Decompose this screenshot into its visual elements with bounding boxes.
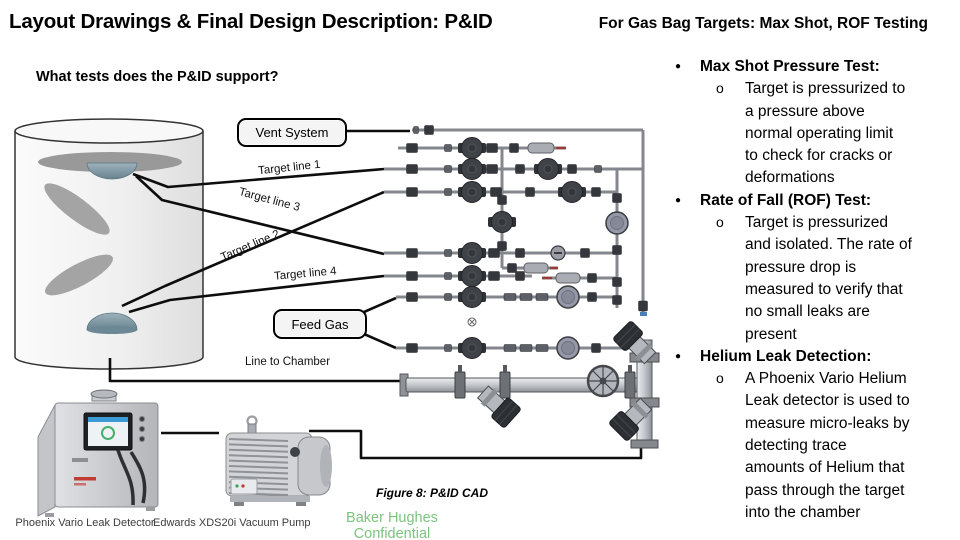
tests-list: Max Shot Pressure Test:Target is pressur… <box>660 56 956 524</box>
test-detail-line: amounts of Helium that <box>745 459 905 477</box>
test-title: Helium Leak Detection: <box>660 346 956 369</box>
page-title: Layout Drawings & Final Design Descripti… <box>9 10 493 33</box>
test-detail-line: no small leaks are <box>745 303 870 321</box>
test-detail-line: Target is pressurized to <box>660 77 956 100</box>
test-detail-line: and isolated. The rate of <box>745 236 912 254</box>
test-title: Max Shot Pressure Test: <box>660 56 956 79</box>
test-detail-line: Leak detector is used to <box>745 392 910 410</box>
test-detail-line: A Phoenix Vario Helium <box>660 367 956 390</box>
test-detail-line: Target is pressurized <box>660 211 956 234</box>
leak-detector-caption: Phoenix Vario Leak Detector <box>15 517 155 529</box>
test-detail-line: measured to verify that <box>745 280 903 298</box>
question-heading: What tests does the P&ID support? <box>36 69 279 85</box>
test-detail-line: a pressure above <box>745 102 865 120</box>
header-subtitle: For Gas Bag Targets: Max Shot, ROF Testi… <box>598 15 928 32</box>
test-detail-line: measure micro-leaks by <box>745 414 910 432</box>
figure-caption: Figure 8: P&ID CAD <box>375 486 488 500</box>
test-detail-line: into the chamber <box>745 503 861 521</box>
test-detail-line: to check for cracks or <box>745 147 893 165</box>
vent-system-label: Vent System <box>255 125 329 140</box>
feed-gas-label: Feed Gas <box>291 316 349 332</box>
feed-gas-callout: Feed Gas <box>273 309 367 339</box>
vacuum-pump-caption: Edwards XDS20i Vacuum Pump <box>153 517 311 529</box>
test-detail-line: pressure drop is <box>745 258 857 276</box>
confidential-footer: Baker Hughes Confidential <box>346 510 438 540</box>
test-detail-line: deformations <box>745 169 835 187</box>
test-detail-line: detecting trace <box>745 437 847 455</box>
test-detail-line: normal operating limit <box>745 124 894 142</box>
test-title: Rate of Fall (ROF) Test: <box>660 190 956 213</box>
test-detail-line: present <box>745 325 797 343</box>
line-to-chamber-label: Line to Chamber <box>245 356 331 368</box>
vent-system-callout: Vent System <box>237 118 347 147</box>
test-detail-line: pass through the target <box>745 481 905 499</box>
